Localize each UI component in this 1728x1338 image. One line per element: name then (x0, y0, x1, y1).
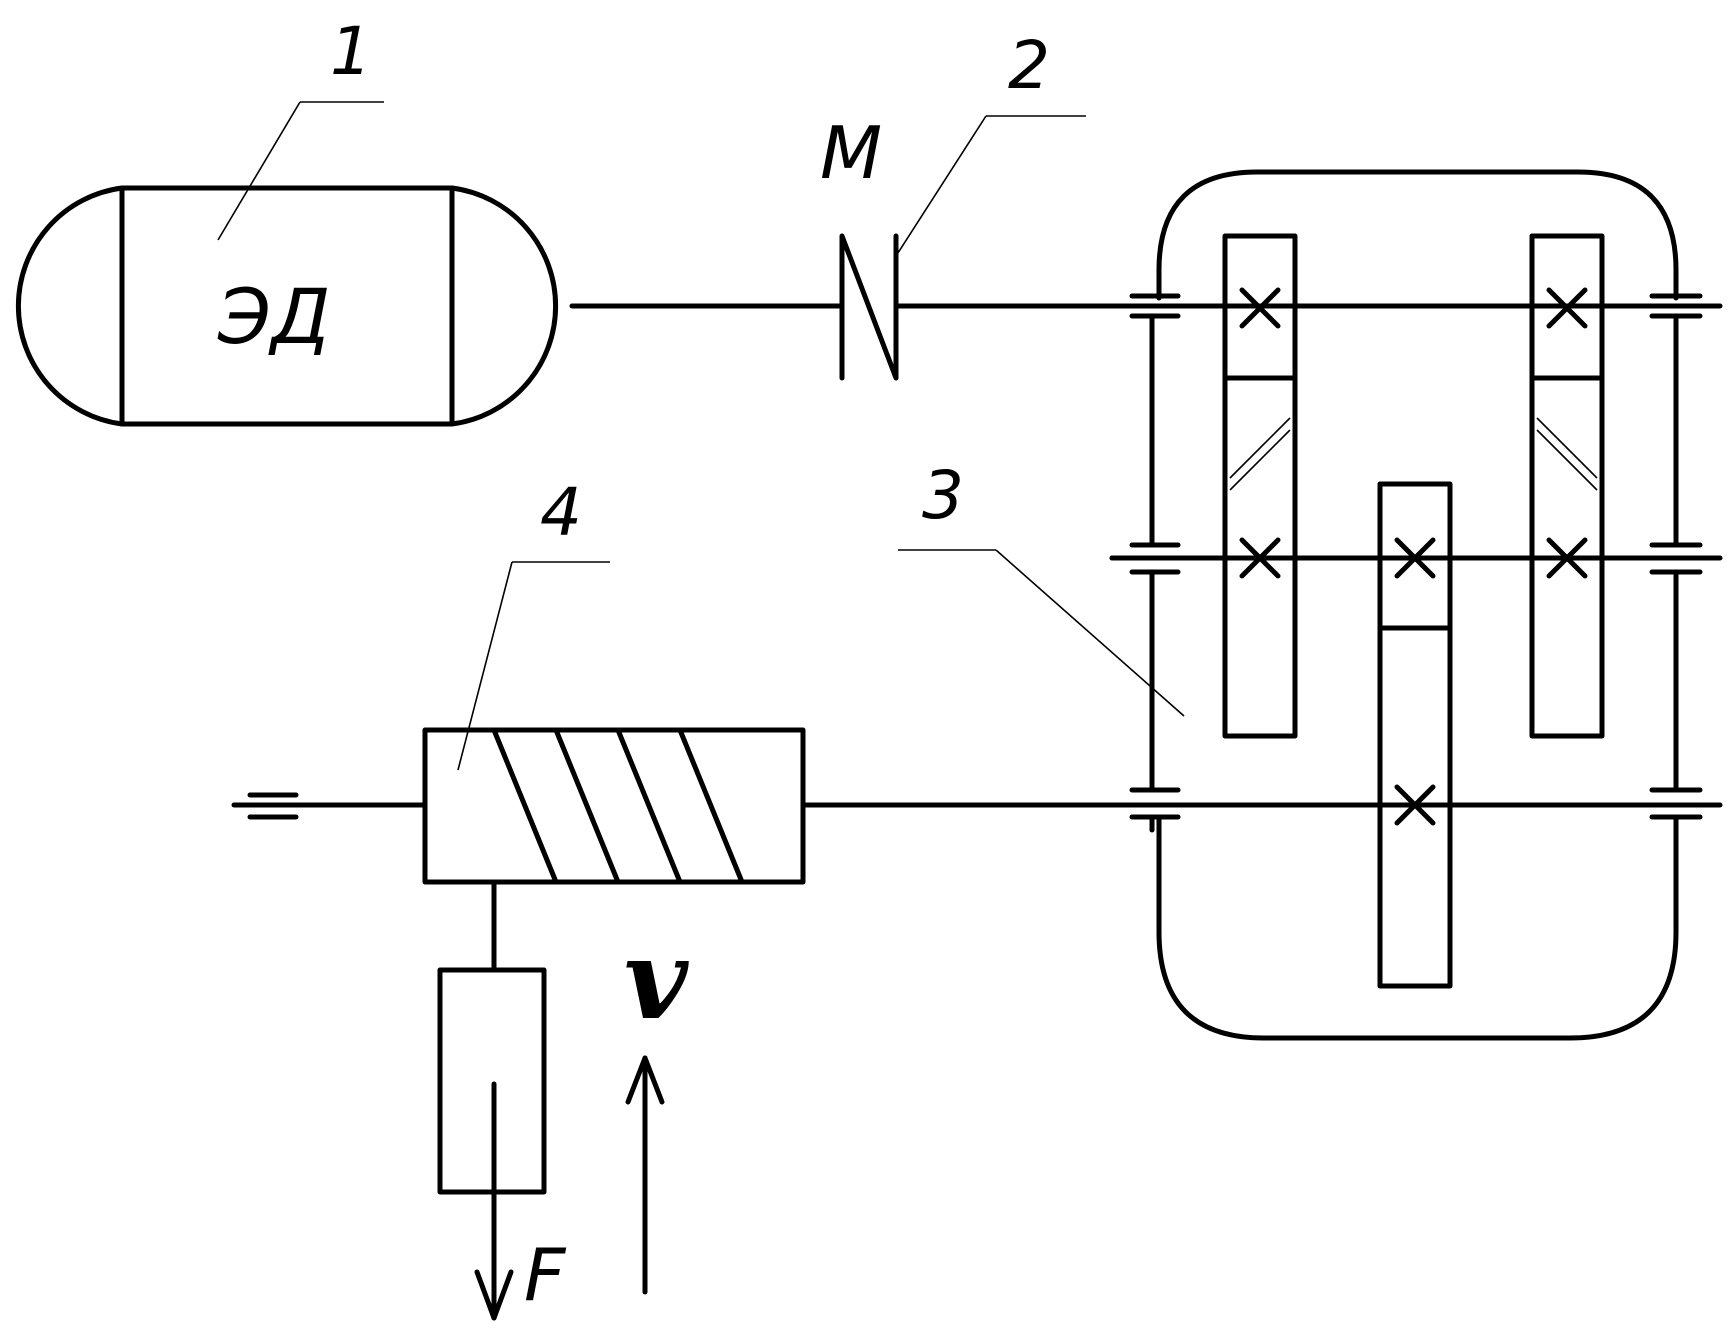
bearing-left-top (1129, 293, 1181, 319)
bearing-right-bot (1649, 787, 1703, 820)
gearbox-number: 3 (922, 457, 964, 534)
bearing-right-mid (1649, 542, 1703, 575)
motor-label: ЭД (217, 272, 330, 361)
bearing-right-top (1649, 293, 1703, 319)
gear-pair-left (1222, 233, 1298, 739)
coupling-symbol: M (820, 111, 882, 195)
coupling (839, 233, 1113, 381)
drum-leader-line (457, 561, 513, 771)
motor-leader-line (217, 101, 301, 241)
bearing-left-bot (1129, 787, 1181, 820)
motor-number: 1 (330, 13, 372, 90)
drum-number: 4 (540, 474, 582, 551)
gear-pair-right (1529, 233, 1605, 739)
gearbox-leader-line (995, 549, 1185, 717)
coupling-number: 2 (1008, 27, 1050, 104)
drum-left-bearing (231, 792, 428, 820)
drum (422, 727, 806, 885)
velocity-arrow (625, 1055, 665, 1295)
gear-fixing-crosses (1239, 287, 1588, 826)
gearbox-housing (1156, 169, 1679, 1041)
coupling-leader-line (895, 115, 987, 257)
electric-motor (15, 185, 559, 427)
force-arrow (474, 1081, 514, 1321)
velocity-label: v (624, 915, 689, 1044)
force-label: F (524, 1233, 567, 1317)
gear-pair-center (1377, 481, 1453, 989)
